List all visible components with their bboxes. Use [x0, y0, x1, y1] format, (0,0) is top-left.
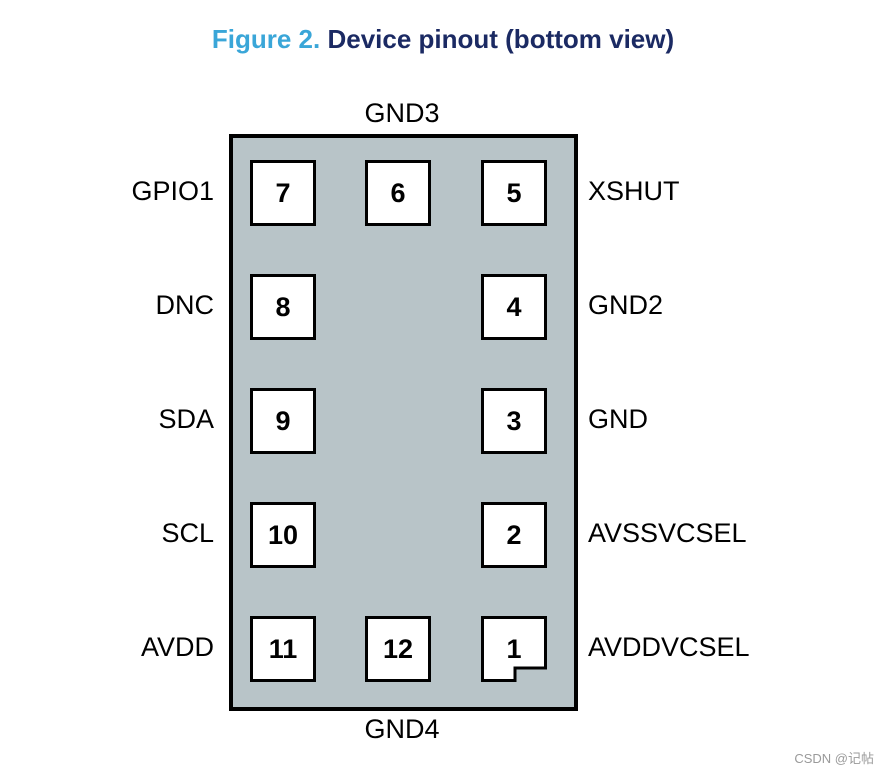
signal-left-row2: DNC [155, 290, 215, 320]
signal-right-row4: AVSSVCSEL [588, 518, 747, 548]
figure-number: Figure 2. [211, 24, 321, 54]
watermark: CSDN @记帖 [794, 751, 874, 766]
figure-title: Figure 2. Device pinout (bottom view) [0, 24, 886, 55]
pin-12: 12 [365, 616, 431, 682]
device-package: 7 6 5 8 4 9 3 10 2 11 12 1 [229, 134, 578, 711]
signal-bottom-gnd4: GND4 [364, 714, 440, 744]
signal-right-row1: XSHUT [588, 176, 680, 206]
figure-caption: Device pinout (bottom view) [327, 24, 675, 54]
pin-1-label: 1 [506, 633, 522, 664]
pin-10: 10 [250, 502, 316, 568]
pin-3: 3 [481, 388, 547, 454]
pin-5: 5 [481, 160, 547, 226]
signal-left-row1: GPIO1 [131, 176, 214, 206]
pin-11: 11 [250, 616, 316, 682]
signal-right-row5: AVDDVCSEL [588, 632, 750, 662]
signal-left-row4: SCL [161, 518, 214, 548]
pin-8: 8 [250, 274, 316, 340]
signal-left-row3: SDA [158, 404, 214, 434]
pin-2: 2 [481, 502, 547, 568]
signal-right-row3: GND [588, 404, 648, 434]
pin-9: 9 [250, 388, 316, 454]
signal-top-gnd3: GND3 [364, 98, 440, 128]
pin-4: 4 [481, 274, 547, 340]
pin-1-notched-pad [481, 616, 547, 682]
pin-6: 6 [365, 160, 431, 226]
pin-1: 1 [481, 616, 547, 682]
signal-right-row2: GND2 [588, 290, 664, 320]
pin-7: 7 [250, 160, 316, 226]
signal-left-row5: AVDD [140, 632, 214, 662]
